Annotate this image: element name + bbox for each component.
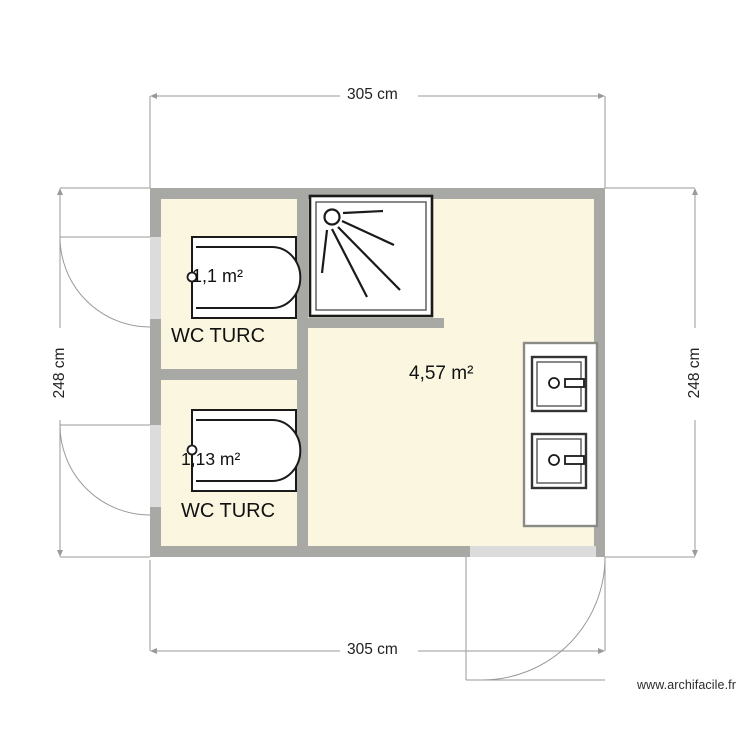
dimension-left: [57, 187, 150, 558]
walls: [150, 188, 605, 557]
door-opening-wc-bottom: [150, 425, 161, 507]
sink-group: [522, 341, 599, 528]
room-name-wc-bottom: WC TURC: [181, 500, 276, 522]
wall-top: [150, 188, 605, 199]
dimension-lines: [57, 93, 698, 654]
area-label-wc-top: 1,1 m²: [192, 266, 244, 286]
wall-bottom: [150, 546, 605, 557]
door-wc-top[interactable]: [59, 236, 151, 328]
dimension-label-left: 248 cm: [51, 347, 68, 399]
partition-shower-stub: [303, 318, 444, 328]
dimension-label-right: 248 cm: [686, 347, 703, 399]
door-opening-wc-top: [150, 237, 161, 319]
dimension-right: [605, 187, 698, 558]
room-name-wc-top: WC TURC: [171, 325, 266, 347]
turkish-toilet-icon-bottom: [186, 409, 302, 492]
dimension-top: [149, 93, 606, 188]
partition-horizontal-wc: [150, 369, 308, 380]
sink-icon-bottom: [530, 432, 588, 490]
dimension-bottom: [149, 560, 606, 654]
door-wc-bottom[interactable]: [59, 424, 151, 516]
door-swings: [59, 236, 606, 681]
door-main-entry[interactable]: [465, 556, 606, 681]
dimension-label-top: 305 cm: [347, 86, 398, 103]
watermark: www.archifacile.fr: [636, 678, 736, 692]
turkish-toilet-icon-top: [186, 236, 302, 319]
area-label-main: 4,57 m²: [409, 363, 474, 384]
door-opening-main: [470, 546, 596, 557]
shower-icon: [308, 194, 434, 318]
area-label-wc-bottom: 1,13 m²: [181, 449, 241, 469]
sink-icon-top: [530, 355, 588, 413]
dimension-label-bottom: 305 cm: [347, 641, 398, 658]
wall-right: [594, 188, 605, 557]
